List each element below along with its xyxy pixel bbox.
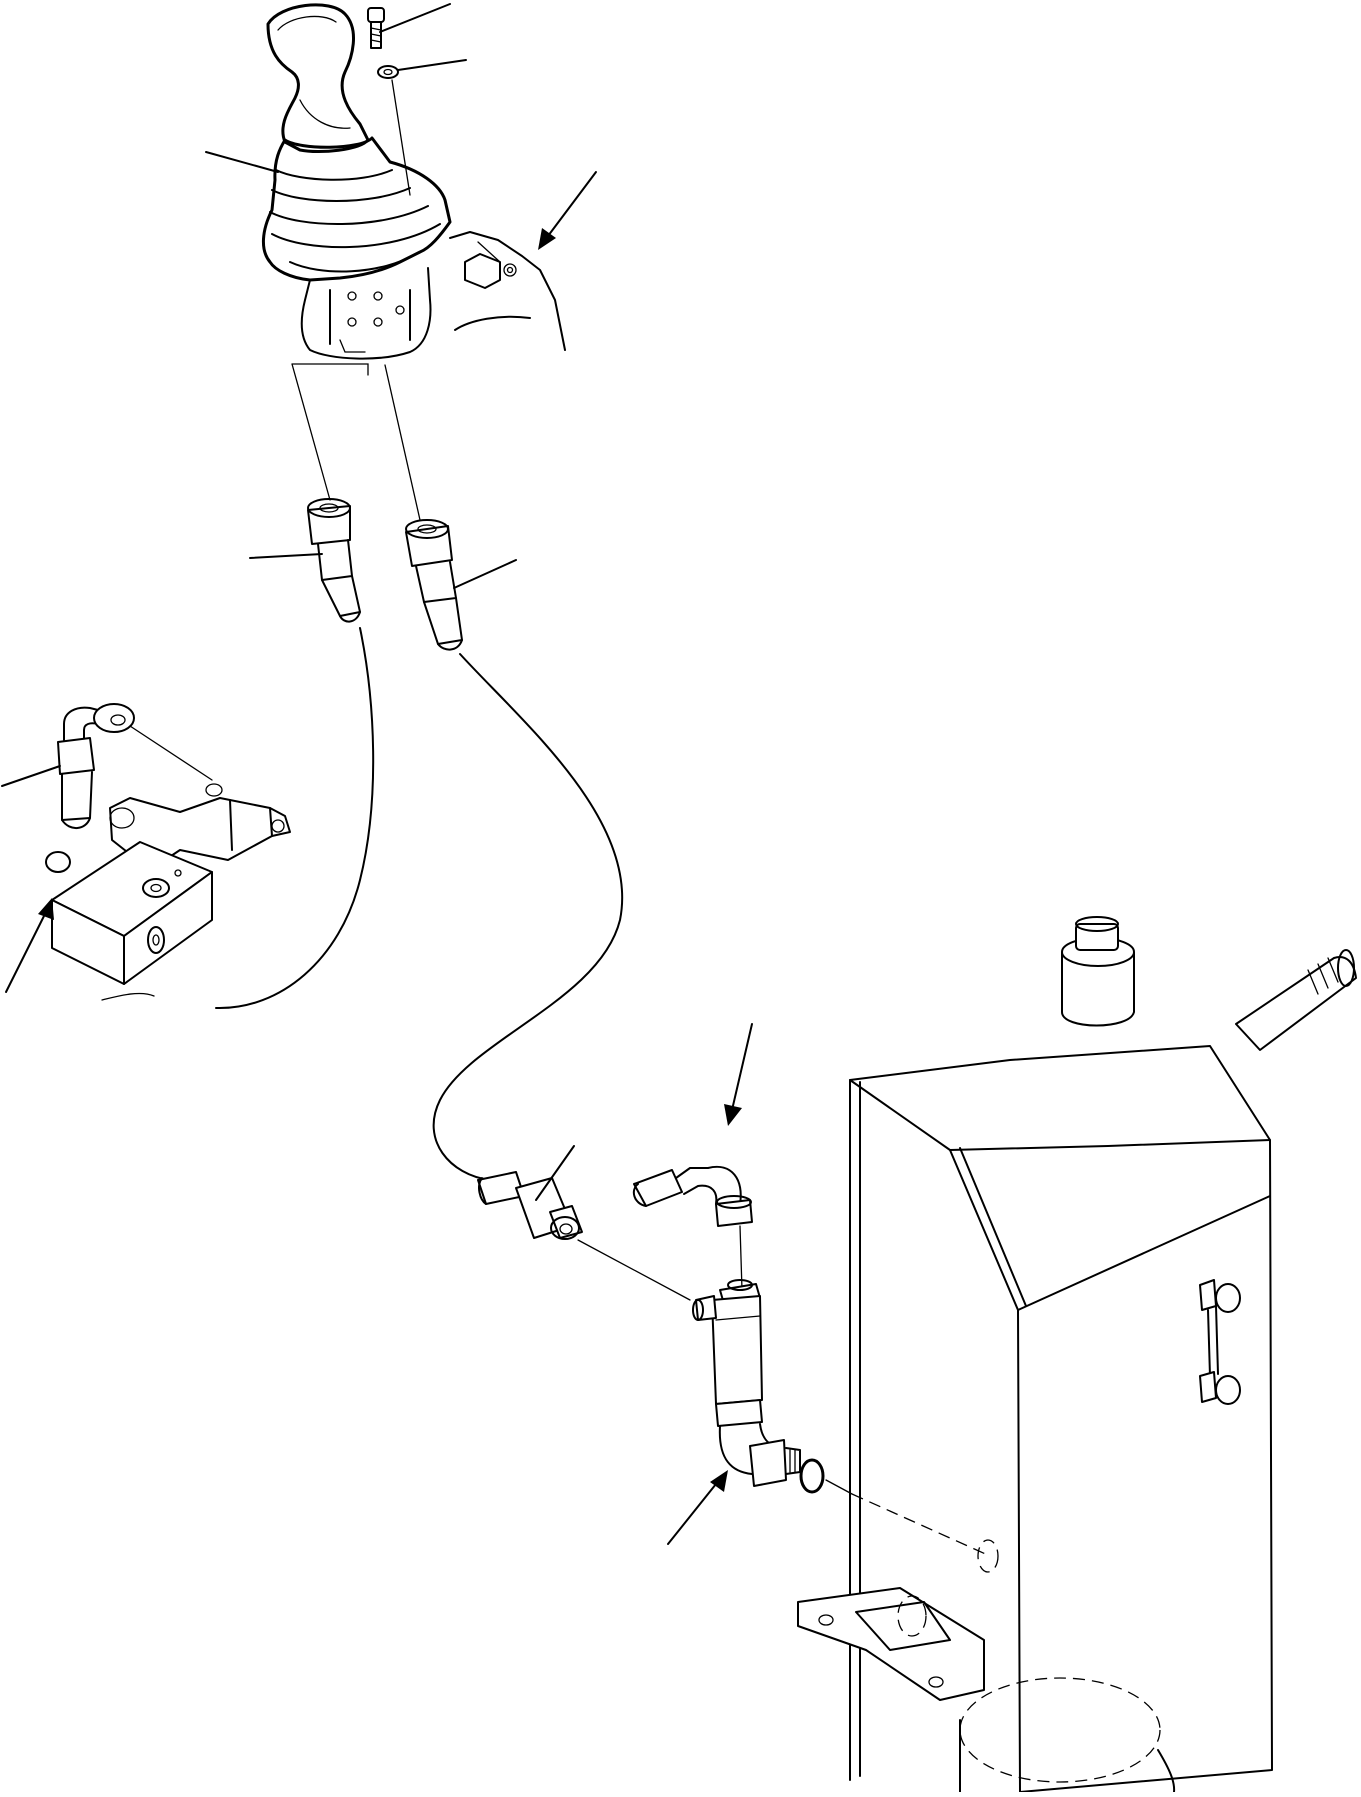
- joystick-icon: [266, 3, 370, 154]
- lower-hose-fitting: [477, 1165, 991, 1557]
- callout-leader-hose-left: [249, 553, 323, 559]
- callout-leader-bolt: [379, 3, 451, 33]
- bolt-icon: [367, 7, 385, 49]
- hose-right-line: [432, 653, 624, 1181]
- arrow-icon: [5, 898, 54, 993]
- callout-leader-valve-hose: [1, 765, 61, 787]
- arrow-icon: [667, 1470, 728, 1545]
- hose-icon: [477, 1171, 583, 1240]
- hose-left: [215, 498, 375, 1010]
- hose-right: [405, 519, 624, 1181]
- o-ring-icon: [799, 1458, 825, 1494]
- arrow-icon: [724, 1023, 753, 1126]
- valve-block-icon: [45, 841, 213, 1001]
- tee-fitting-icon: [692, 1279, 801, 1487]
- callout-leader-hose-right: [453, 559, 517, 589]
- hose-icon: [405, 519, 463, 651]
- callout-leader-boot: [205, 151, 279, 173]
- tank-icon: [797, 916, 1357, 1793]
- arrow-icon: [538, 171, 597, 250]
- hidden-port-line: [851, 1493, 991, 1557]
- hose-right-axis: [384, 364, 421, 521]
- elbow-fitting-icon: [632, 1165, 753, 1227]
- view-arrows: [5, 171, 753, 1545]
- joystick-base: [300, 267, 432, 360]
- hydraulic-tank: [797, 916, 1357, 1793]
- bolt-axis-line: [391, 79, 411, 196]
- valve-block-assembly: [45, 703, 291, 1001]
- hose-left-axis: [291, 363, 369, 501]
- fitting-axis-line: [129, 725, 213, 781]
- callout-leader-washer: [397, 59, 467, 71]
- console-bracket: [449, 231, 566, 351]
- hose-to-tee-axis: [577, 1239, 691, 1301]
- joystick-assembly: [262, 3, 566, 521]
- elbow-fitting-icon: [57, 703, 135, 829]
- callout-leader-lower-hose: [535, 1145, 575, 1201]
- o-ring-axis: [825, 1479, 853, 1495]
- hose-left-line: [215, 627, 375, 1010]
- washer-icon: [377, 65, 399, 79]
- hose-icon: [307, 498, 361, 623]
- boot-icon: [262, 136, 452, 282]
- callout-leaders: [1, 3, 575, 1201]
